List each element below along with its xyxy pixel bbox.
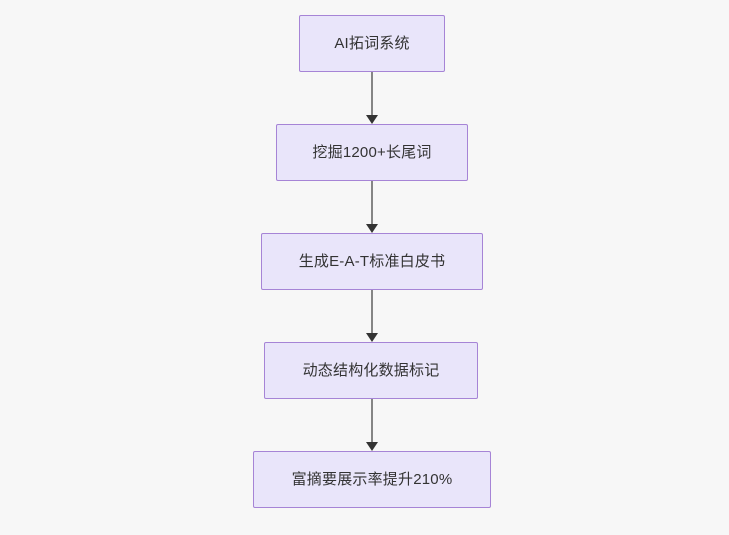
flow-node-ai-keyword-system[interactable]: AI拓词系统 <box>299 15 445 72</box>
arrowhead-icon <box>366 224 378 233</box>
flow-node-rich-snippet-impression-uplift[interactable]: 富摘要展示率提升210% <box>253 451 491 508</box>
flow-edge-1 <box>365 72 379 124</box>
arrowhead-icon <box>366 333 378 342</box>
flow-node-dynamic-structured-data-markup[interactable]: 动态结构化数据标记 <box>264 342 478 399</box>
edge-line <box>371 290 373 334</box>
edge-line <box>371 72 373 116</box>
arrowhead-icon <box>366 442 378 451</box>
edge-line <box>371 181 373 225</box>
flow-node-generate-eat-whitepaper[interactable]: 生成E-A-T标准白皮书 <box>261 233 483 290</box>
flow-edge-4 <box>365 399 379 451</box>
flow-edge-2 <box>365 181 379 233</box>
edge-line <box>371 399 373 443</box>
flow-node-mine-longtail-keywords[interactable]: 挖掘1200+长尾词 <box>276 124 468 181</box>
flow-edge-3 <box>365 290 379 342</box>
arrowhead-icon <box>366 115 378 124</box>
